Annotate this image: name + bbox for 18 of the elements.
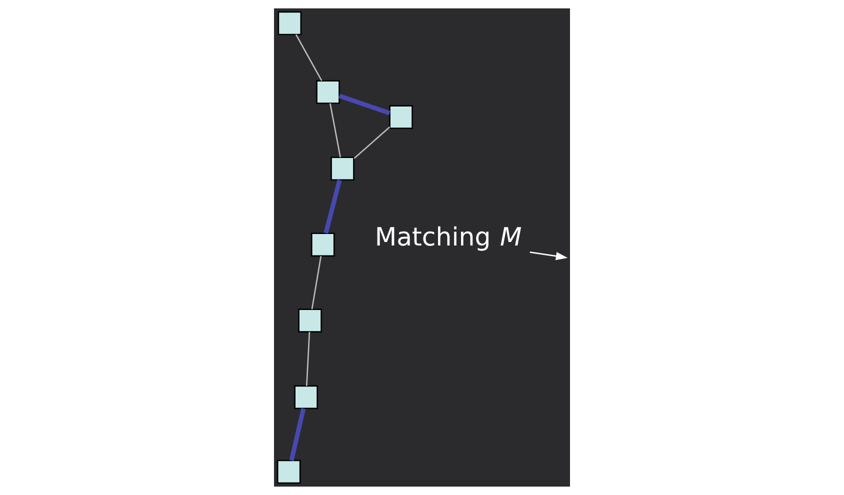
node-box — [276, 460, 301, 484]
node-box — [310, 232, 335, 257]
node-box — [389, 105, 413, 129]
connector — [324, 179, 342, 234]
connector — [311, 256, 322, 310]
connector — [354, 126, 390, 159]
node-box — [316, 80, 340, 104]
arrow — [530, 252, 568, 260]
connector — [289, 408, 306, 461]
node-box — [330, 156, 354, 181]
node-box — [278, 11, 302, 36]
connector — [306, 332, 310, 386]
connector — [338, 94, 390, 116]
node-box — [294, 385, 318, 410]
connector — [329, 103, 342, 158]
node-box — [298, 308, 322, 333]
node-text: Matching M — [374, 222, 522, 252]
connector — [295, 34, 322, 81]
